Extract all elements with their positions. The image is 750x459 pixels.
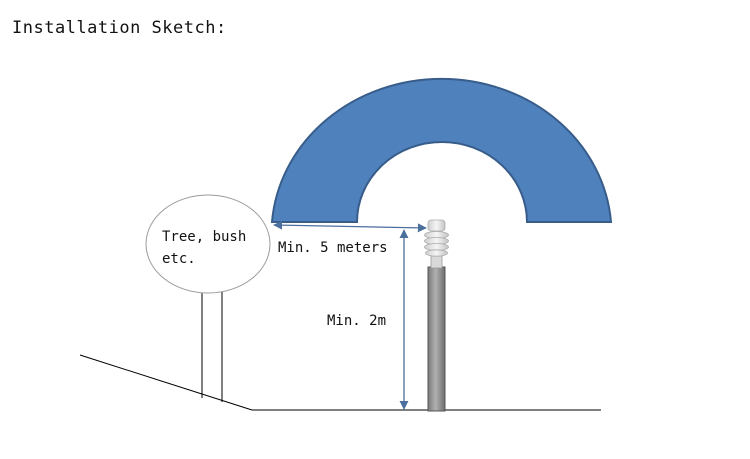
- tree-bush-circle: [145, 194, 271, 294]
- sensor-neck: [430, 255, 443, 269]
- sensor-disc-4: [425, 249, 448, 257]
- tree-label: Tree, bush etc.: [162, 227, 246, 271]
- tree-label-line1: Tree, bush: [162, 229, 247, 245]
- ground-slope-line: [79, 354, 253, 411]
- sensor-cap: [427, 219, 446, 232]
- weather-sensor-on-pole: [424, 219, 449, 412]
- horizontal-distance-arrow: [273, 220, 427, 233]
- page-title: Installation Sketch:: [12, 18, 227, 38]
- pole: [427, 266, 446, 412]
- tree-label-line2: etc.: [162, 251, 196, 267]
- obstacle-arc: [270, 77, 613, 223]
- vertical-height-label: Min. 2m: [327, 313, 387, 329]
- horizontal-distance-label: Min. 5 meters: [278, 240, 388, 256]
